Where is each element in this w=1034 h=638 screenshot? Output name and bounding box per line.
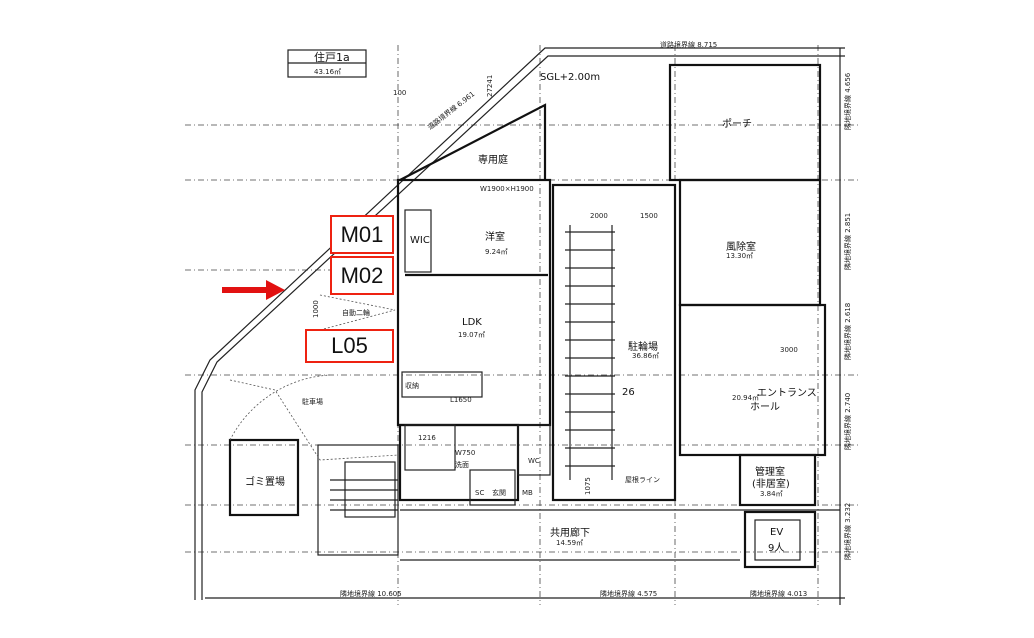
room-windbreak-area: 13.30㎡: [726, 252, 753, 260]
dim-27241: 27241: [486, 75, 494, 97]
room-entrance-1: エントランス: [757, 387, 817, 399]
neighbor-right-2: 隣地境界線 2.851: [843, 213, 852, 270]
basin-label: W750: [455, 449, 475, 457]
marker-l05[interactable]: L05: [305, 329, 394, 363]
dim-3000: 3000: [780, 346, 798, 354]
room-bike: 駐輪場: [628, 340, 658, 353]
sgl-label: SGL+2.00m: [540, 72, 600, 83]
room-mgmt-1: 管理室: [755, 465, 785, 478]
walls: [228, 63, 840, 569]
room-ldk-area: 19.07㎡: [458, 331, 485, 339]
parking-label: 駐車場: [302, 397, 323, 406]
room-mgmt-2: (非居室): [752, 477, 790, 490]
eave-line-label: 屋根ライン: [625, 475, 660, 484]
window-size: W1900×H1900: [480, 185, 534, 193]
genkan-label: 玄関: [492, 488, 506, 497]
ev-label: EV: [770, 527, 783, 538]
room-corridor-area: 14.59㎡: [556, 539, 583, 547]
dim-1075: 1075: [584, 477, 592, 495]
neighbor-right-4: 隣地境界線 2.740: [843, 393, 852, 450]
room-entrance-2: ホール: [750, 401, 780, 413]
neighbor-bottom-mid: 隣地境界線 4.575: [600, 589, 657, 598]
neighbor-right-3: 隣地境界線 2.618: [843, 303, 852, 360]
mb-label: MB: [522, 489, 533, 497]
neighbor-right-5: 隣地境界線 3.232: [843, 503, 852, 560]
stairs: [330, 461, 398, 518]
moto-label: 自動二輪: [342, 308, 370, 317]
dim-1500: 1500: [640, 212, 658, 220]
neighbor-bottom-left: 隣地境界線 10.605: [340, 589, 402, 598]
room-windbreak: 風除室: [726, 240, 756, 253]
dim-2000: 2000: [590, 212, 608, 220]
room-entrance-area: 20.94㎡: [732, 394, 759, 402]
wash-label: 洗面: [455, 460, 469, 469]
dim-1000: 1000: [312, 300, 320, 318]
bike-count: 26: [622, 387, 635, 398]
dim-100: 100: [393, 89, 406, 97]
road-diag-label: 道路境界線 6.961: [426, 89, 477, 131]
neighbor-right-1: 隣地境界線 4.656: [843, 72, 852, 130]
road-boundary: [194, 47, 845, 605]
ev-capacity: 9人: [768, 542, 784, 554]
red-arrow-icon: [222, 280, 285, 300]
room-garbage: ゴミ置場: [245, 475, 285, 488]
sc-label: SC: [475, 489, 484, 497]
storage-label: 収納: [405, 381, 419, 390]
room-ldk: LDK: [462, 317, 482, 328]
wc-label: WC: [528, 457, 540, 465]
room-western-area: 9.24㎡: [485, 248, 508, 256]
room-western: 洋室: [485, 230, 505, 243]
kitchen-label: L1650: [450, 396, 472, 404]
bath-label: 1216: [418, 434, 436, 442]
bike-racks: [565, 231, 615, 467]
room-garden: 専用庭: [478, 153, 508, 166]
marker-m01[interactable]: M01: [330, 215, 394, 254]
room-corridor: 共用廊下: [550, 526, 590, 539]
room-bike-area: 36.86㎡: [632, 352, 659, 360]
grid-lines: [185, 45, 860, 605]
room-wic: WIC: [410, 235, 430, 246]
room-mgmt-area: 3.84㎡: [760, 490, 783, 498]
room-porch: ポーチ: [722, 118, 752, 130]
neighbor-bottom-right: 隣地境界線 4.013: [750, 589, 807, 598]
road-top-label: 道路境界線 8.715: [660, 40, 717, 49]
marker-m02[interactable]: M02: [330, 256, 394, 295]
parking-outline: [229, 294, 399, 461]
unit-area: 43.16㎡: [314, 68, 341, 76]
unit-name: 住戸1a: [314, 50, 350, 64]
